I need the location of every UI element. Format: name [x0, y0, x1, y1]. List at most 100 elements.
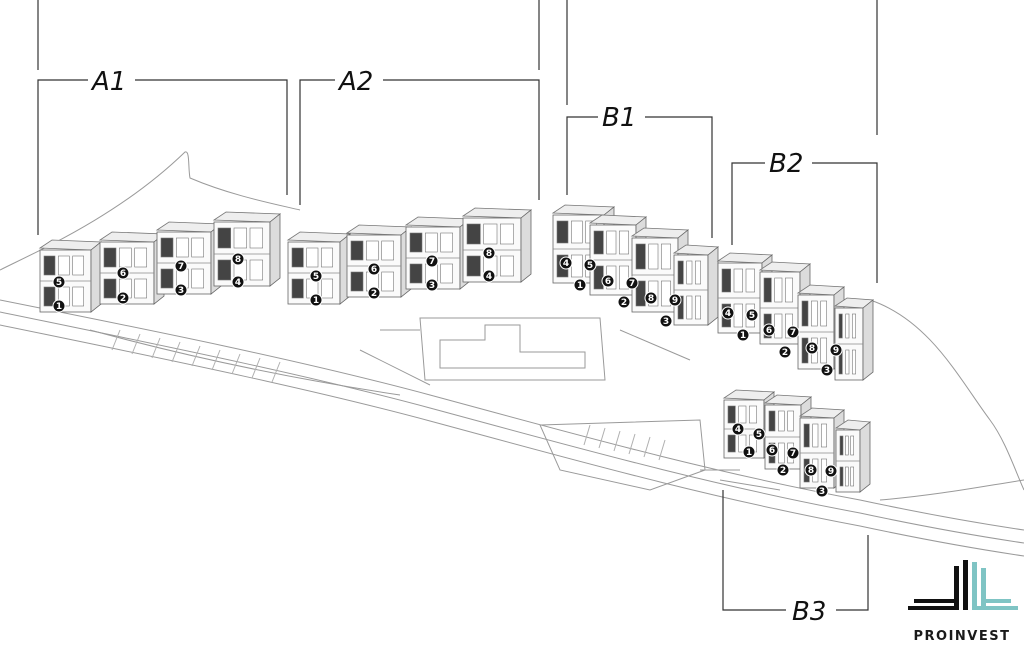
unit-marker[interactable]: 7 [786, 325, 800, 339]
unit-marker[interactable]: 2 [778, 345, 792, 359]
building-block [345, 224, 413, 298]
unit-marker[interactable]: 9 [829, 343, 843, 357]
unit-marker[interactable]: 6 [367, 262, 381, 276]
building-block [833, 297, 875, 381]
building-block [672, 244, 720, 326]
unit-number: 4 [563, 259, 569, 269]
unit-marker[interactable]: 2 [776, 463, 790, 477]
unit-marker[interactable]: 5 [583, 258, 597, 272]
unit-marker[interactable]: 8 [805, 341, 819, 355]
zone-a2-bracket [299, 79, 540, 205]
unit-number: 2 [621, 298, 627, 308]
unit-number: 6 [766, 326, 772, 336]
unit-marker[interactable]: 8 [482, 246, 496, 260]
unit-marker[interactable]: 7 [425, 254, 439, 268]
unit-number: 5 [749, 311, 755, 321]
building-block [212, 211, 282, 287]
unit-marker[interactable]: 2 [116, 291, 130, 305]
zone-b3-bracket [722, 490, 869, 611]
unit-marker[interactable]: 6 [762, 323, 776, 337]
brand-name: PROINVEST [914, 629, 1011, 644]
unit-marker[interactable]: 5 [52, 275, 66, 289]
unit-marker[interactable]: 6 [765, 443, 779, 457]
unit-number: 2 [371, 289, 377, 299]
building-block [286, 231, 352, 305]
unit-marker[interactable]: 4 [731, 422, 745, 436]
unit-marker[interactable]: 3 [425, 278, 439, 292]
unit-number: 7 [790, 328, 796, 338]
building-block [763, 394, 813, 470]
unit-marker[interactable]: 4 [231, 275, 245, 289]
unit-number: 4 [735, 425, 741, 435]
unit-number: 1 [740, 331, 746, 341]
proinvest-logo: PROINVEST [908, 560, 1018, 644]
unit-number: 7 [629, 279, 635, 289]
zone-label-b1: B1 [602, 103, 636, 133]
unit-marker[interactable]: 2 [367, 286, 381, 300]
unit-number: 7 [429, 257, 435, 267]
zone-brackets [37, 0, 878, 611]
unit-number: 1 [577, 281, 583, 291]
unit-marker[interactable]: 3 [815, 484, 829, 498]
unit-number: 9 [828, 467, 834, 477]
zone-label-a2: A2 [337, 67, 373, 97]
unit-number: 1 [56, 302, 62, 312]
unit-number: 4 [725, 309, 731, 319]
unit-number: 3 [429, 281, 435, 291]
unit-marker[interactable]: 3 [659, 314, 673, 328]
unit-number: 9 [672, 296, 678, 306]
building-block [461, 207, 533, 283]
unit-number: 1 [313, 296, 319, 306]
building-block [38, 239, 103, 313]
unit-marker[interactable]: 1 [736, 328, 750, 342]
unit-marker[interactable]: 3 [820, 363, 834, 377]
unit-marker[interactable]: 8 [231, 252, 245, 266]
unit-marker[interactable]: 1 [742, 445, 756, 459]
unit-marker[interactable]: 1 [573, 278, 587, 292]
unit-number: 8 [235, 255, 241, 265]
unit-marker[interactable]: 1 [309, 293, 323, 307]
unit-number: 9 [833, 346, 839, 356]
unit-number: 5 [587, 261, 593, 271]
unit-number: 3 [178, 286, 184, 296]
zone-label-b3: B3 [792, 597, 826, 627]
unit-number: 2 [120, 294, 126, 304]
building-block [155, 221, 223, 295]
unit-marker[interactable]: 8 [644, 291, 658, 305]
unit-marker[interactable]: 6 [116, 266, 130, 280]
unit-marker[interactable]: 4 [559, 256, 573, 270]
unit-marker[interactable]: 1 [52, 299, 66, 313]
building-block [98, 231, 166, 305]
unit-marker[interactable]: 9 [824, 464, 838, 478]
unit-number: 3 [824, 366, 830, 376]
unit-marker[interactable]: 7 [786, 446, 800, 460]
zone-label-b2: B2 [769, 149, 803, 179]
zone-label-a1: A1 [90, 67, 126, 97]
unit-number: 5 [756, 430, 762, 440]
building-block [834, 419, 872, 493]
unit-markers: 5 1 6 2 7 3 8 4 5 1 6 2 7 3 8 4 4 5 1 6 … [52, 246, 843, 498]
unit-number: 8 [648, 294, 654, 304]
unit-marker[interactable]: 5 [745, 308, 759, 322]
unit-marker[interactable]: 7 [174, 259, 188, 273]
parking-stripes [111, 329, 666, 461]
unit-marker[interactable]: 4 [721, 306, 735, 320]
unit-number: 3 [663, 317, 669, 327]
unit-marker[interactable]: 3 [174, 283, 188, 297]
unit-number: 6 [120, 269, 126, 279]
unit-marker[interactable]: 5 [752, 427, 766, 441]
unit-marker[interactable]: 8 [804, 463, 818, 477]
zone-a1-bracket [37, 79, 288, 235]
unit-marker[interactable]: 7 [625, 276, 639, 290]
unit-marker[interactable]: 2 [617, 295, 631, 309]
unit-marker[interactable]: 5 [309, 269, 323, 283]
unit-number: 5 [313, 272, 319, 282]
unit-number: 4 [235, 278, 241, 288]
proinvest-logo-mark [908, 560, 1018, 610]
unit-number: 2 [782, 348, 788, 358]
unit-marker[interactable]: 4 [482, 269, 496, 283]
unit-number: 6 [605, 277, 611, 287]
unit-marker[interactable]: 6 [601, 274, 615, 288]
unit-marker[interactable]: 9 [668, 293, 682, 307]
